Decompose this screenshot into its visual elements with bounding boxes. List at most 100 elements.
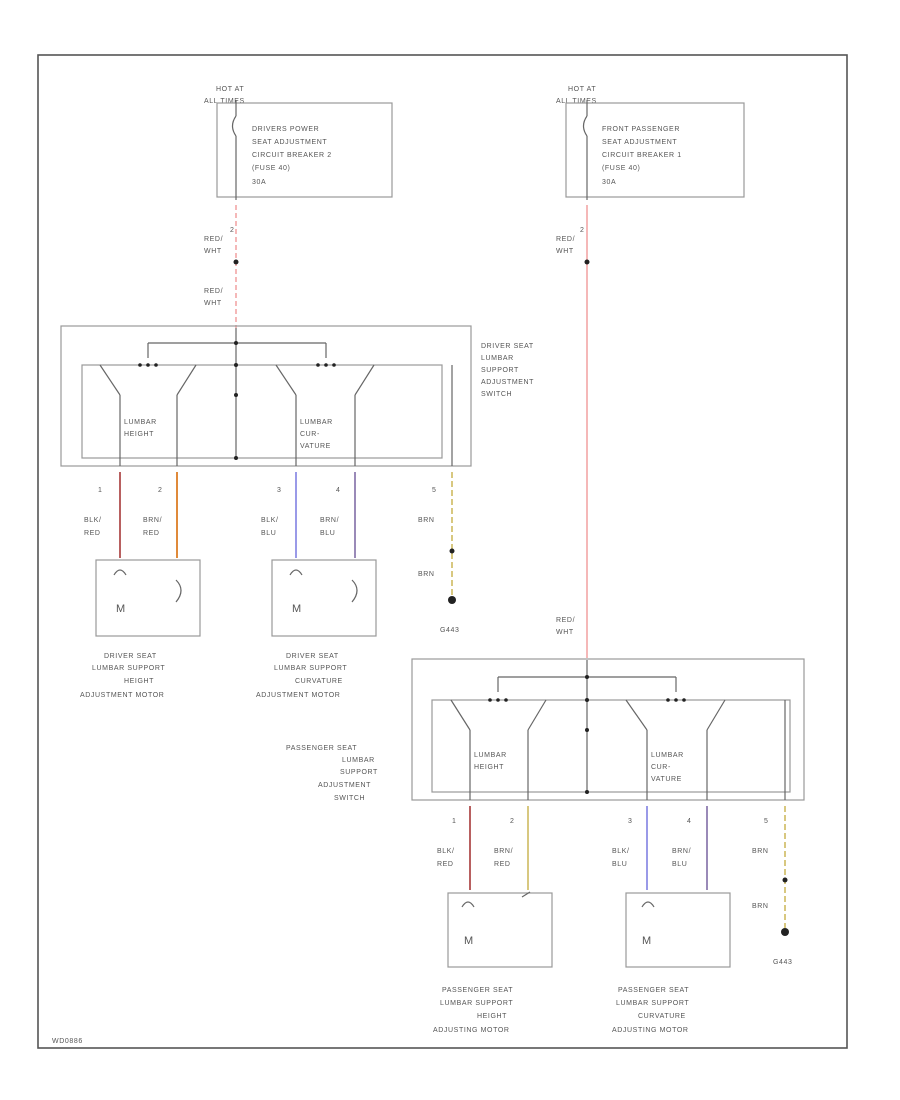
- passenger-switch-label-3: SUPPORT: [340, 769, 378, 776]
- driver-curv-motor-label-2: LUMBAR SUPPORT: [274, 665, 347, 672]
- passenger-height-label-2: HEIGHT: [474, 764, 504, 771]
- passenger-curv-label-3: VATURE: [651, 776, 682, 783]
- driver-height-motor-contact-1: [113, 569, 127, 576]
- driver-curv-motor-icon: M: [292, 603, 302, 615]
- driver-bus-dot-2: [234, 363, 238, 367]
- driver-wire-red-label-1b: WHT: [204, 248, 222, 255]
- passenger-switch-blade-1: [450, 699, 471, 731]
- driver-circuit: HOT AT ALL TIMES DRIVERS POWER SEAT ADJU…: [60, 86, 534, 699]
- passenger-pin-3: 3: [628, 818, 633, 825]
- driver-curv-label-3: VATURE: [300, 443, 331, 450]
- passenger-breaker-line-5: 30A: [602, 179, 616, 186]
- passenger-wire-label-3b: BLU: [612, 861, 627, 868]
- driver-curv-label-1: LUMBAR: [300, 419, 333, 426]
- driver-curv-motor-label-4: ADJUSTMENT MOTOR: [256, 692, 340, 699]
- passenger-bus-dot-2: [585, 698, 589, 702]
- driver-bus-dot-4: [234, 393, 238, 397]
- driver-pin-1: 1: [98, 487, 103, 494]
- driver-height-label-2: HEIGHT: [124, 431, 154, 438]
- passenger-wire-red-label-1a: RED/: [556, 236, 575, 243]
- driver-switch-blade-4: [354, 364, 375, 396]
- driver-contact-a1: [138, 363, 142, 367]
- passenger-switch-label-5: SWITCH: [334, 795, 365, 802]
- passenger-curv-motor-label-3: CURVATURE: [638, 1013, 686, 1020]
- passenger-breaker-line-1: FRONT PASSENGER: [602, 126, 680, 133]
- driver-breaker-line-1: DRIVERS POWER: [252, 126, 319, 133]
- passenger-breaker-line-3: CIRCUIT BREAKER 1: [602, 152, 682, 159]
- passenger-contact-a3: [504, 698, 508, 702]
- driver-breaker-element: [231, 115, 237, 137]
- driver-height-motor-label-1: DRIVER SEAT: [104, 653, 157, 660]
- driver-wire-label-5: BRN: [418, 517, 435, 524]
- driver-curv-motor-box: [271, 559, 377, 637]
- passenger-switch-blade-2: [527, 699, 547, 731]
- passenger-height-motor-contact-1: [461, 901, 475, 908]
- driver-contact-b3: [332, 363, 336, 367]
- driver-curv-motor-contact-1: [289, 569, 303, 576]
- driver-switch-label-4: ADJUSTMENT: [481, 379, 534, 386]
- passenger-wire-red-label-2a: RED/: [556, 617, 575, 624]
- driver-breaker-line-4: (FUSE 40): [252, 165, 290, 172]
- driver-wire-label-2b: RED: [143, 530, 160, 537]
- driver-breaker-line-3: CIRCUIT BREAKER 2: [252, 152, 332, 159]
- passenger-breaker-line-2: SEAT ADJUSTMENT: [602, 139, 677, 146]
- passenger-curv-motor-label-4: ADJUSTING MOTOR: [612, 1027, 689, 1034]
- passenger-ground-label: G443: [773, 959, 793, 966]
- driver-switch-inner: [81, 364, 443, 459]
- driver-breaker-line-5: 30A: [252, 179, 266, 186]
- passenger-wire-red-label-2b: WHT: [556, 629, 574, 636]
- passenger-ground-wire-label: BRN: [752, 903, 769, 910]
- passenger-pin-5: 5: [764, 818, 769, 825]
- driver-supply-label: ALL TIMES: [204, 98, 245, 105]
- driver-pin-3: 3: [277, 487, 282, 494]
- passenger-wire-red-label-1b: WHT: [556, 248, 574, 255]
- passenger-contact-b3: [682, 698, 686, 702]
- passenger-curv-motor-label-1: PASSENGER SEAT: [618, 987, 689, 994]
- passenger-wire-label-4a: BRN/: [672, 848, 691, 855]
- passenger-circuit: HOT AT ALL TIMES FRONT PASSENGER SEAT AD…: [286, 86, 805, 1034]
- passenger-switch-label-4: ADJUSTMENT: [318, 782, 371, 789]
- passenger-wire-label-2a: BRN/: [494, 848, 513, 855]
- passenger-bus-dot-1: [585, 675, 589, 679]
- passenger-contact-b1: [666, 698, 670, 702]
- driver-bus-dot-3: [234, 456, 238, 460]
- passenger-curv-motor-icon: M: [642, 935, 652, 947]
- driver-height-motor-label-2: LUMBAR SUPPORT: [92, 665, 165, 672]
- driver-ground-splice: [449, 548, 455, 554]
- passenger-switch-inner: [431, 699, 791, 793]
- passenger-contact-a2: [496, 698, 500, 702]
- passenger-curv-motor-contact-1: [641, 901, 655, 908]
- passenger-pin-4: 4: [687, 818, 692, 825]
- diagram-id-label: WD0886: [52, 1038, 83, 1045]
- driver-ground-icon: [448, 596, 456, 604]
- passenger-breaker-line-4: (FUSE 40): [602, 165, 640, 172]
- diagram-frame: [37, 54, 848, 1049]
- driver-switch-label-2: LUMBAR: [481, 355, 514, 362]
- passenger-height-label-1: LUMBAR: [474, 752, 507, 759]
- passenger-height-motor-contact-2: [521, 891, 531, 898]
- passenger-height-motor-label-1: PASSENGER SEAT: [442, 987, 513, 994]
- passenger-breaker-pin: 2: [580, 227, 585, 234]
- passenger-switch-box: [411, 658, 805, 801]
- passenger-height-motor-label-3: HEIGHT: [477, 1013, 507, 1020]
- driver-wire-red-label-1a: RED/: [204, 236, 223, 243]
- driver-height-motor-contact-2: [175, 579, 182, 603]
- passenger-wire-label-1b: RED: [437, 861, 454, 868]
- driver-height-motor-box: [95, 559, 201, 637]
- passenger-wire-label-2b: RED: [494, 861, 511, 868]
- passenger-contact-b2: [674, 698, 678, 702]
- passenger-bus-dot-4: [585, 790, 589, 794]
- driver-height-motor-icon: M: [116, 603, 126, 615]
- passenger-curv-motor-label-2: LUMBAR SUPPORT: [616, 1000, 689, 1007]
- driver-switch-box: [60, 325, 472, 467]
- passenger-ground-splice: [782, 877, 788, 883]
- passenger-breaker-element: [582, 115, 588, 137]
- passenger-contact-a1: [488, 698, 492, 702]
- passenger-curv-label-2: CUR-: [651, 764, 671, 771]
- driver-wire-red-label-2a: RED/: [204, 288, 223, 295]
- passenger-switch-blade-3: [625, 699, 648, 731]
- passenger-bus-dot-3: [585, 728, 589, 732]
- passenger-supply-label-1: HOT AT: [568, 86, 596, 93]
- driver-wire-label-2a: BRN/: [143, 517, 162, 524]
